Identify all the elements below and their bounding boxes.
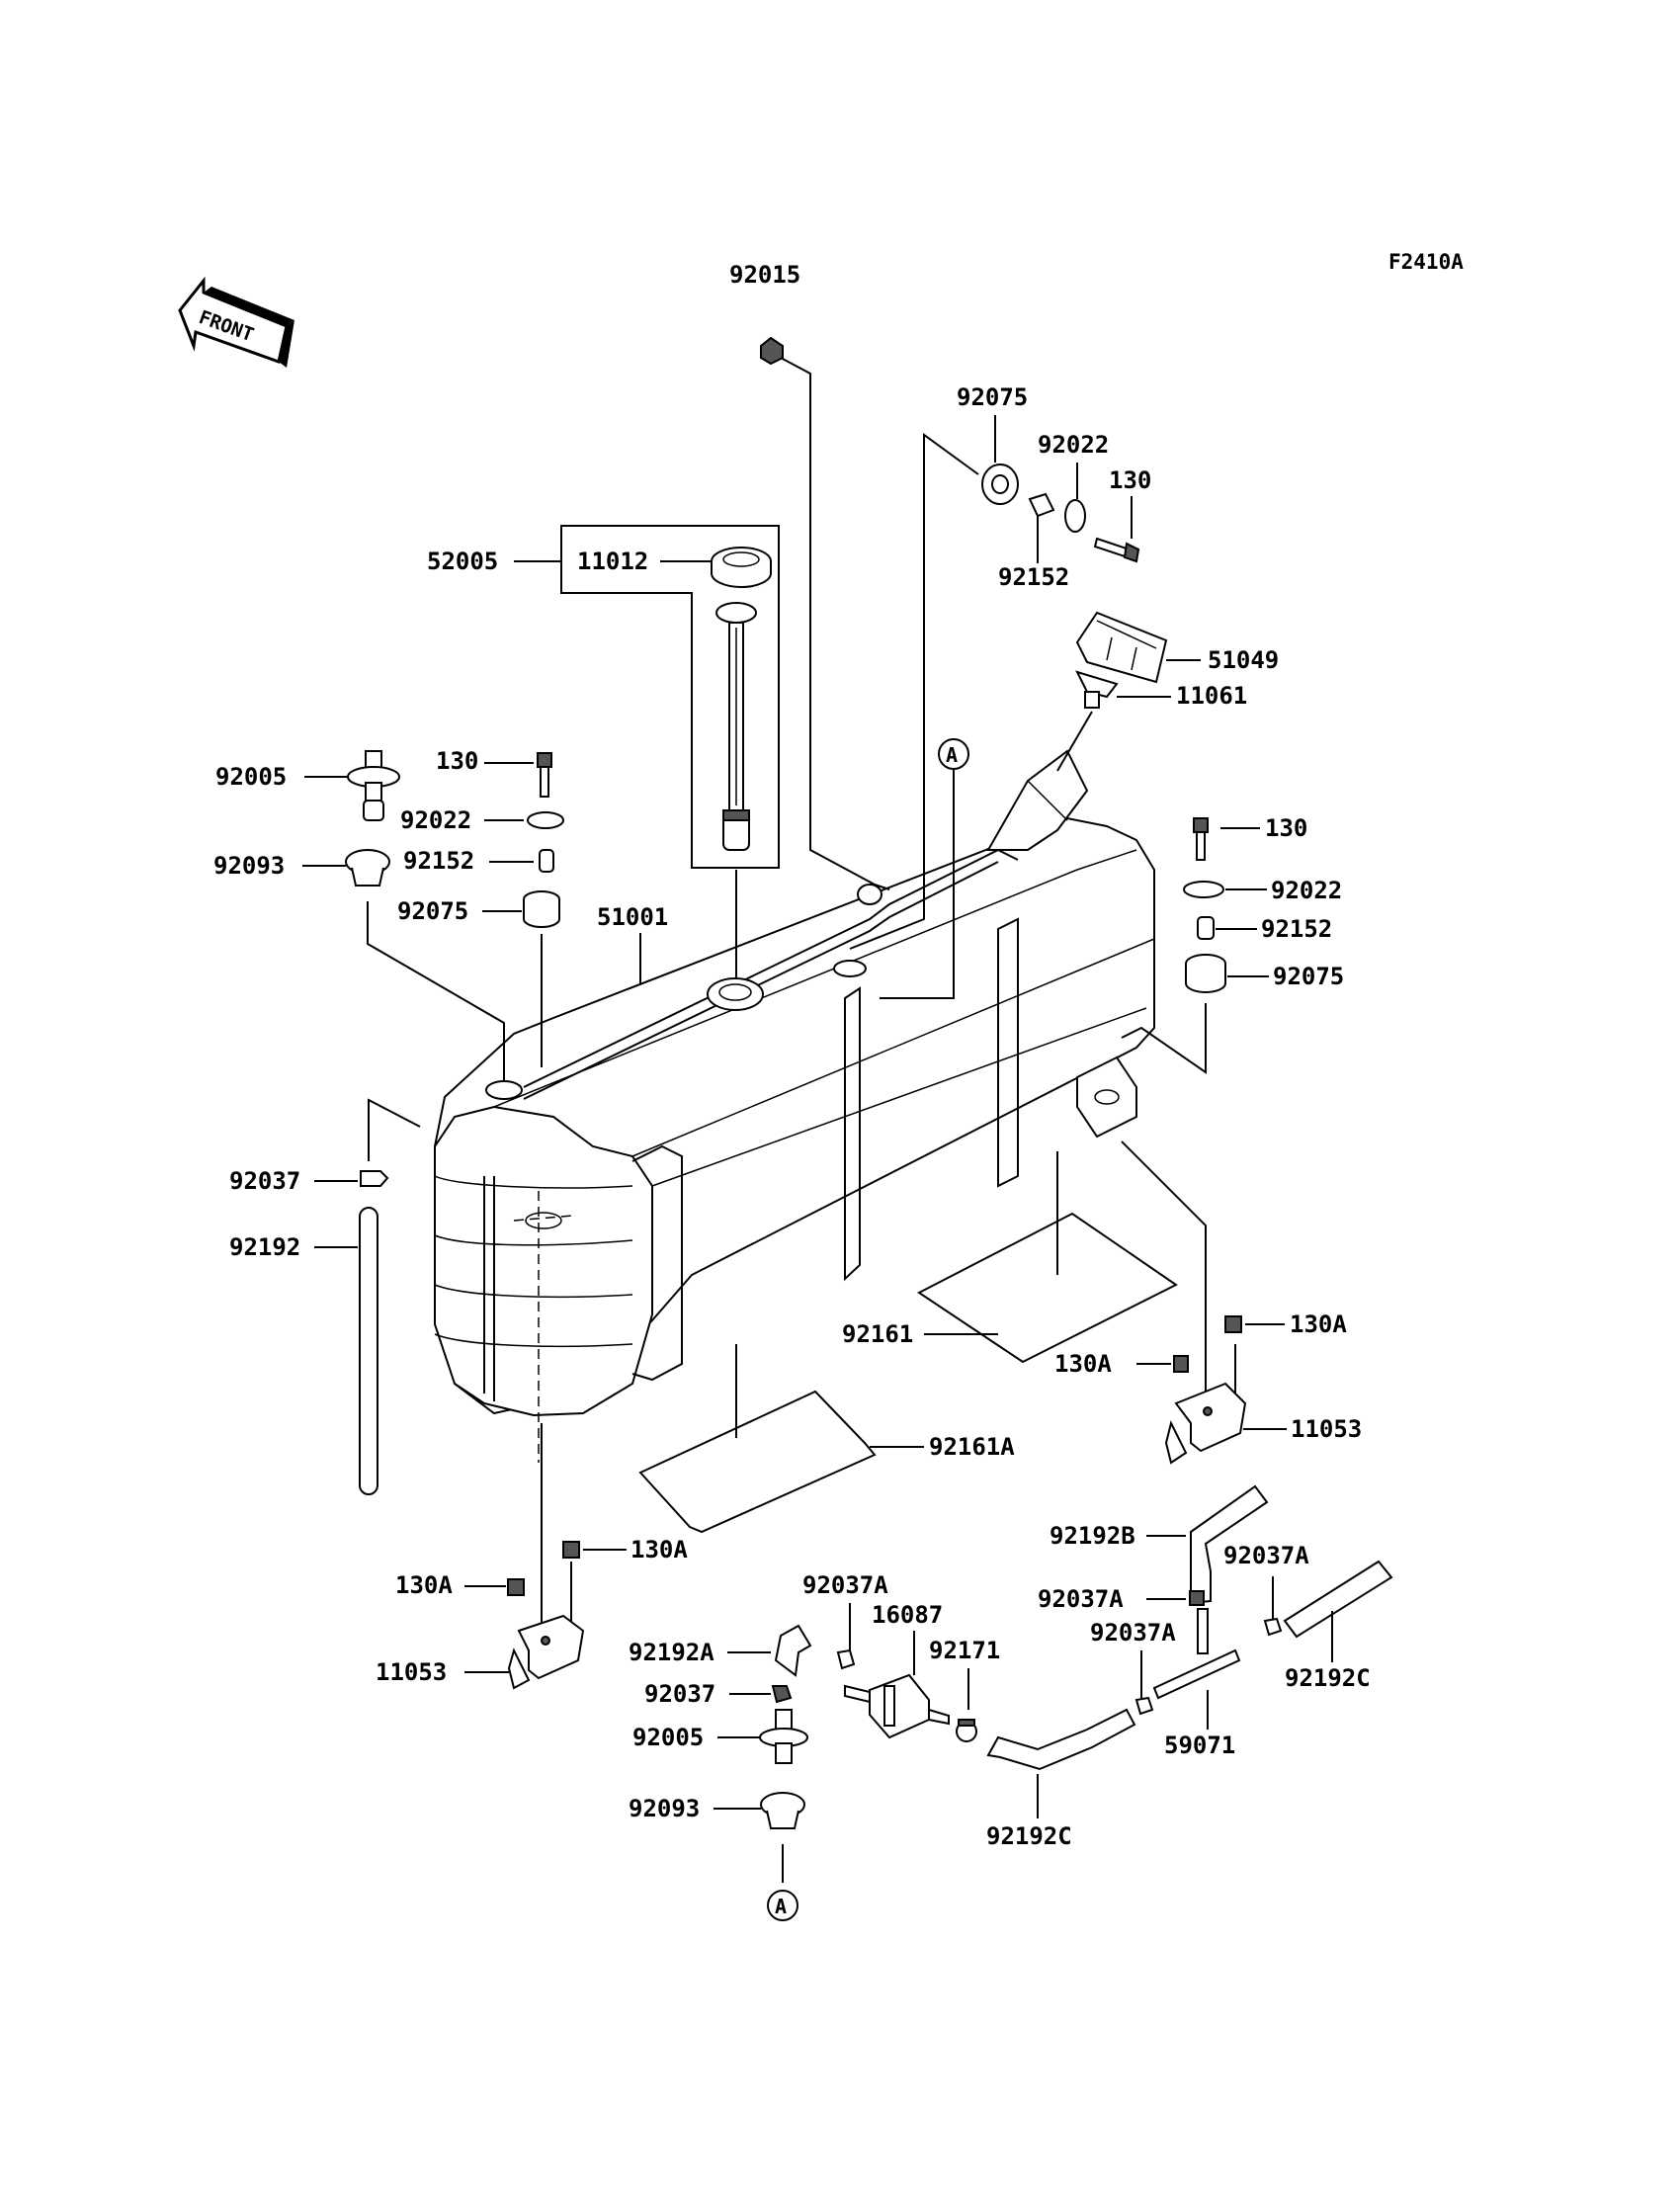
label-92005-left: 92005 [215,763,287,791]
fuel-filter-16087-icon [844,1673,950,1739]
hose-92192A-icon [774,1624,812,1677]
bolt-130A-left-2-icon [507,1578,525,1596]
pad-92161-icon [917,1212,1178,1364]
washer-92022-right-icon [1183,881,1224,898]
label-59071: 59071 [1164,1732,1235,1759]
bolt-130A-left-1-icon [562,1541,580,1559]
clamp-92037A-lower-icon [1134,1696,1154,1716]
collar-92152-left-icon [539,849,554,873]
cap-gasket-11061-icon [1075,670,1119,709]
label-130-top: 130 [1109,466,1151,494]
label-92037A-filter: 92037A [802,1571,888,1599]
label-11061: 11061 [1176,682,1247,710]
hose-92192C-right-icon [1283,1560,1393,1639]
label-130-left: 130 [436,747,478,775]
pad-92161A-icon [638,1390,877,1534]
bracket-11053-right-icon [1164,1382,1247,1465]
group-box-52005 [560,525,780,869]
bolt-130-left-icon [537,752,552,798]
ref-a-bottom-text: A [775,1895,787,1918]
label-92022-right: 92022 [1271,877,1342,904]
label-92075-right: 92075 [1273,963,1344,990]
hose-92192C-bottom-icon [986,1708,1136,1771]
front-arrow-icon: FRONT [178,276,294,368]
label-130A-left-2: 130A [395,1571,453,1599]
ref-a-top-text: A [946,743,958,767]
label-92022-top: 92022 [1038,431,1109,459]
label-92037-left: 92037 [229,1167,300,1195]
label-130A-right-1: 130A [1290,1310,1347,1338]
fuel-tank-51001 [434,749,1155,1463]
label-11053-right: 11053 [1291,1415,1362,1443]
t-joint-59071-icon [1152,1608,1241,1700]
label-51049: 51049 [1208,646,1279,674]
label-92192A: 92192A [629,1639,714,1666]
valve-92005-left-icon [347,750,400,821]
grommet-92093-bottom-icon [760,1792,805,1829]
label-11012: 11012 [577,548,648,575]
collar-92152-right-icon [1197,916,1215,940]
hose-92192-left-icon [359,1207,378,1495]
grommet-92075-left-icon [523,890,560,928]
label-92037-bottom: 92037 [644,1680,715,1708]
label-92015: 92015 [729,261,800,289]
label-92192-left: 92192 [229,1233,300,1261]
nut-92015-icon [760,336,784,366]
label-92037A-upper-right: 92037A [1223,1542,1309,1569]
label-51001: 51001 [597,903,668,931]
bolt-130-top-icon [1093,537,1140,563]
label-16087: 16087 [872,1601,943,1629]
label-92171: 92171 [929,1637,1000,1664]
label-92192B: 92192B [1050,1522,1135,1550]
label-92161A: 92161A [929,1433,1015,1461]
hose-92192B-icon [1190,1484,1269,1605]
grommet-92075-right-icon [1185,954,1226,993]
leader-92015 [780,357,890,890]
bolt-130A-right-1-icon [1224,1315,1242,1333]
clamp-92037A-upper-right-icon [1263,1617,1283,1637]
collar-92152-top-icon [1028,492,1055,518]
bolt-130A-right-2-icon [1173,1355,1189,1373]
label-52005: 52005 [427,548,498,575]
label-92037A-mid: 92037A [1038,1585,1124,1613]
label-92192C-bottom: 92192C [986,1822,1072,1850]
label-92093-bottom: 92093 [629,1795,700,1822]
label-92093-left: 92093 [213,852,285,880]
reference-circle-a-top: A [938,738,969,770]
label-92075-top: 92075 [957,383,1028,411]
fuel-sender-gauge-icon [715,602,757,851]
clamp-92037A-mid-icon [1189,1590,1205,1606]
clamp-92037-left-icon [360,1170,389,1187]
washer-92022-top-icon [1064,499,1086,533]
bracket-11053-left-icon [507,1614,585,1690]
label-92152-left: 92152 [403,847,474,875]
label-130A-left-1: 130A [630,1536,688,1563]
clip-92171-icon [956,1719,977,1742]
bolt-130-right-icon [1193,817,1209,861]
figure-code: F2410A [1388,250,1464,274]
label-92161: 92161 [842,1320,913,1348]
reference-circle-a-bottom: A [767,1890,798,1921]
label-92192C-right: 92192C [1285,1664,1371,1692]
label-130A-right-2: 130A [1054,1350,1112,1378]
label-130-right: 130 [1265,814,1307,842]
grommet-92075-top-icon [981,464,1019,505]
fuel-cap-51049-icon [1075,611,1168,684]
label-92075-left: 92075 [397,897,468,925]
clamp-92037-bottom-icon [771,1685,793,1704]
gauge-ring-11012-icon [711,547,772,588]
label-92005-bottom: 92005 [632,1724,704,1751]
label-11053-left: 11053 [376,1658,447,1686]
washer-92022-left-icon [527,811,564,829]
label-92152-top: 92152 [998,563,1069,591]
label-92022-left: 92022 [400,806,471,834]
clamp-92037A-filter-icon [836,1648,856,1670]
valve-92005-bottom-icon [759,1709,808,1764]
label-92037A-lower: 92037A [1090,1619,1176,1647]
label-92152-right: 92152 [1261,915,1332,943]
grommet-92093-left-icon [345,849,390,887]
